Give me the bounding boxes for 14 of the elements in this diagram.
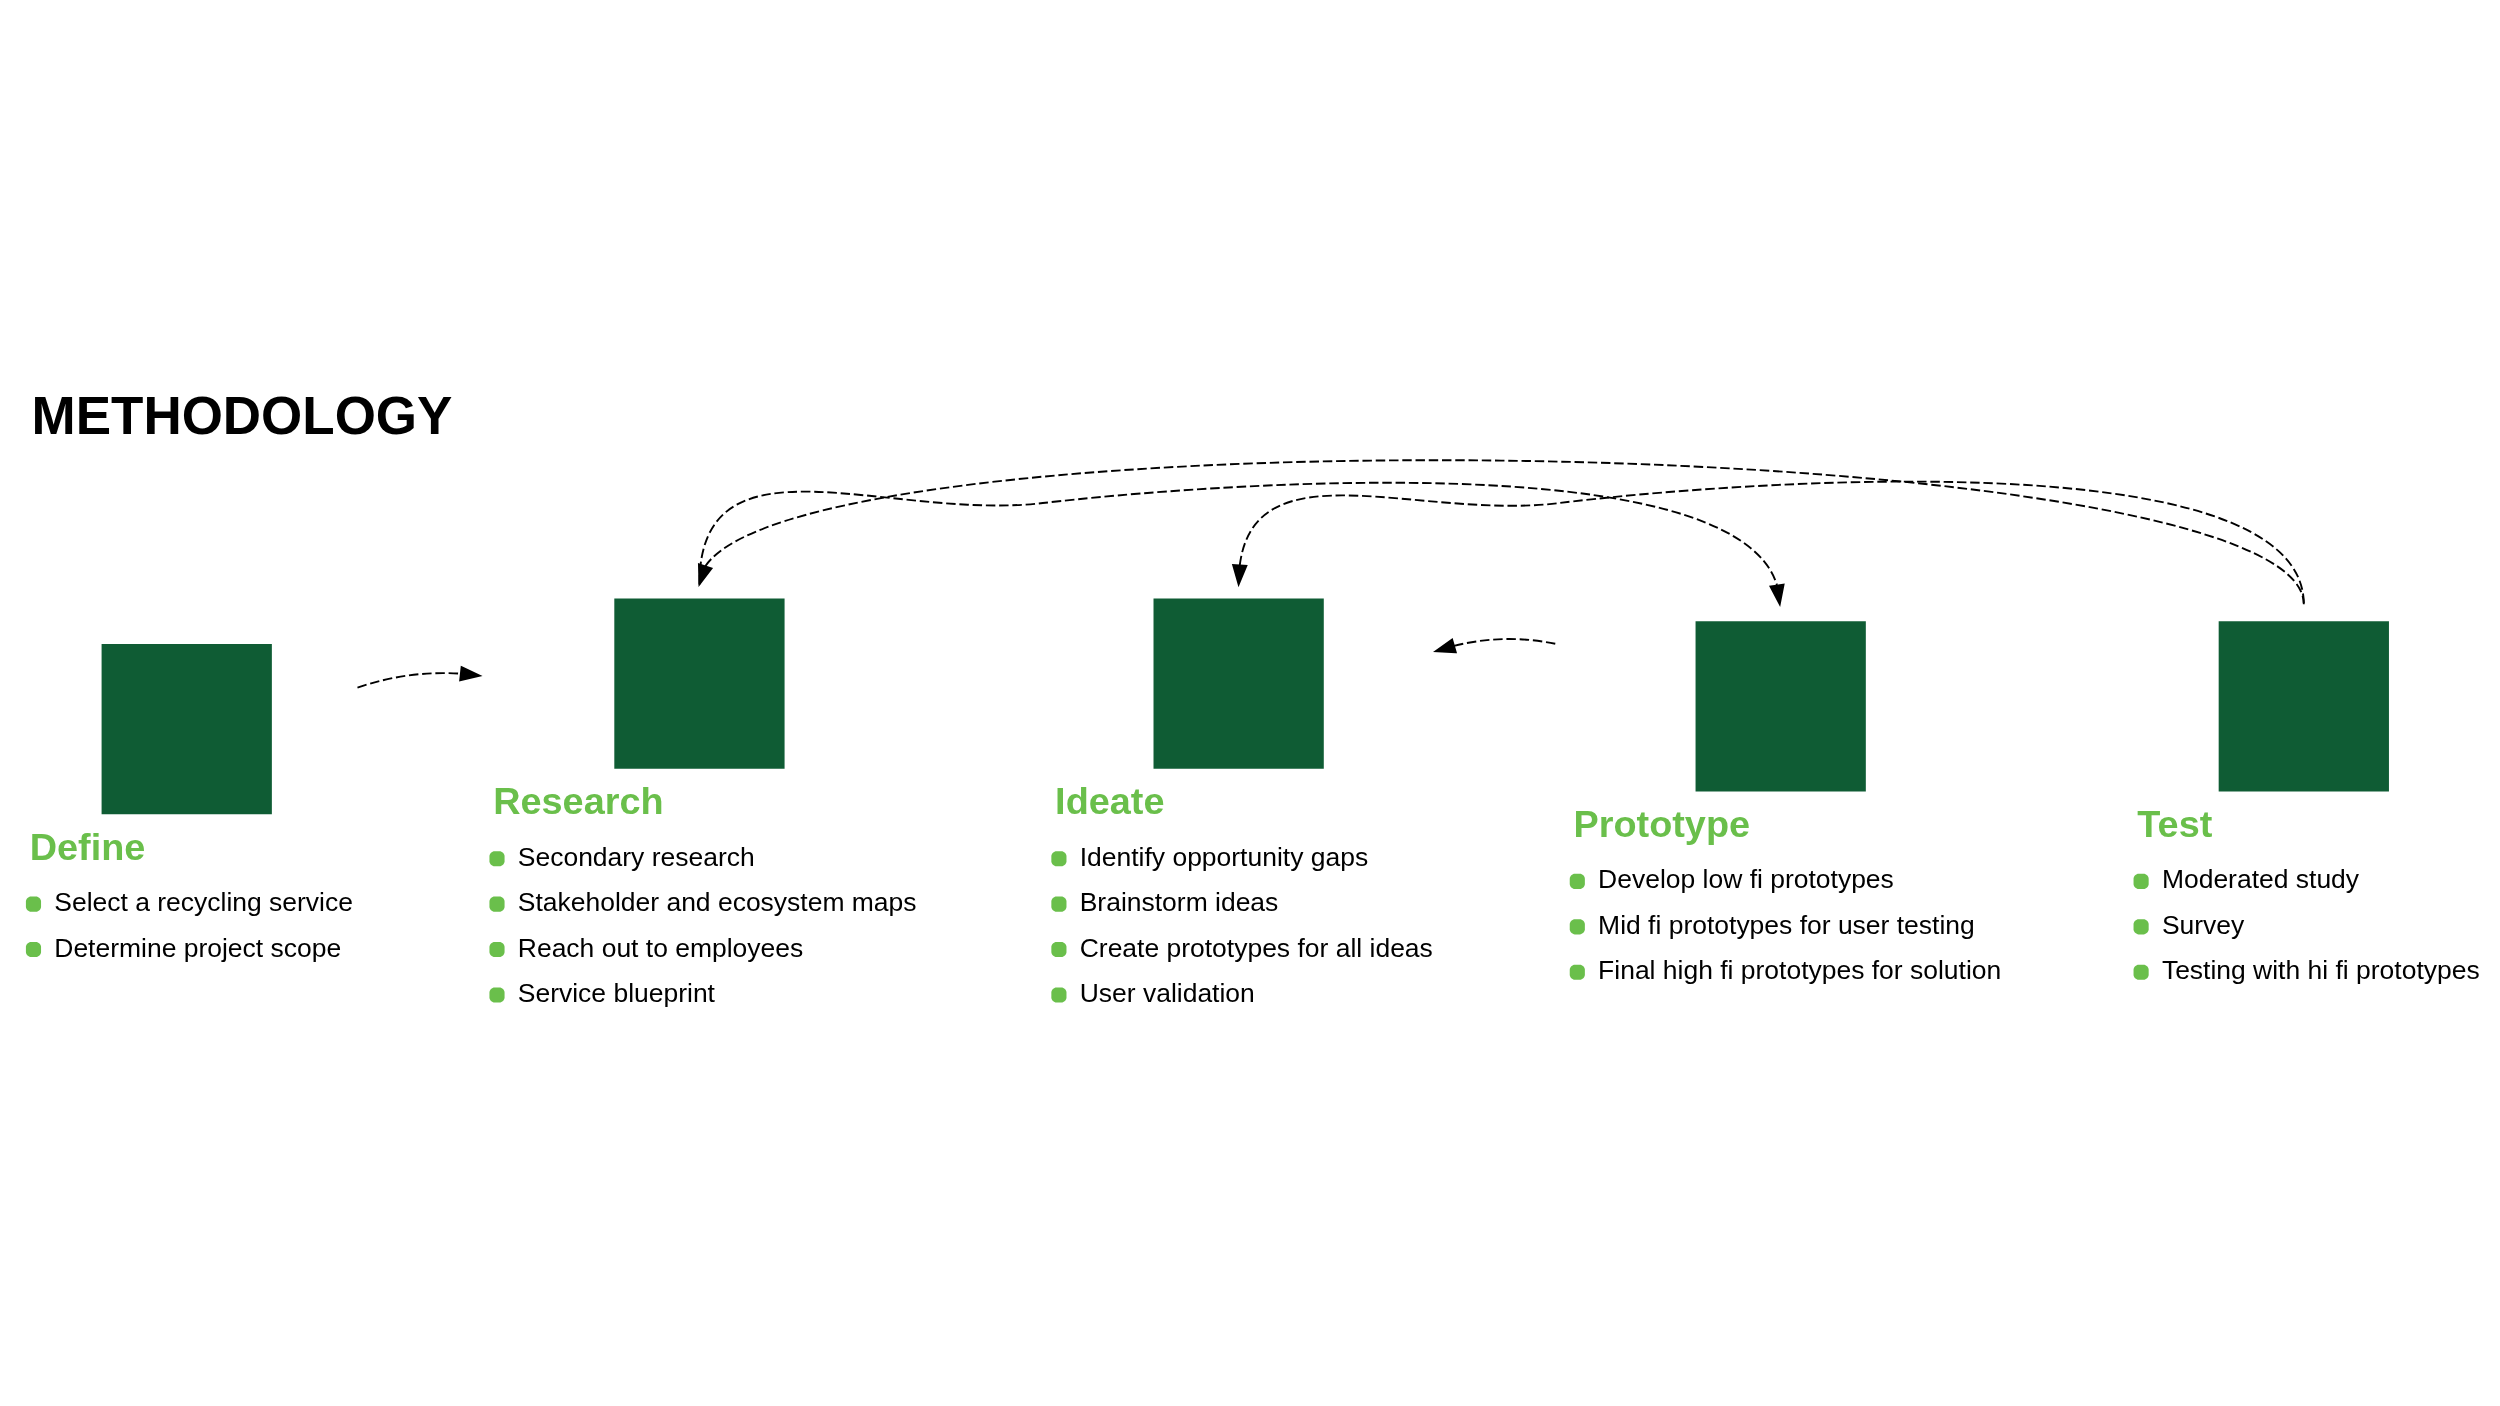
arrow	[356, 665, 483, 688]
node-label: Stakeholder and ecosystem maps	[517, 886, 917, 917]
node-label: Determine project scope	[54, 932, 342, 963]
arrow	[1231, 480, 2305, 605]
node-label: Select a recycling service	[54, 886, 353, 917]
node-label: Create prototypes for all ideas	[1079, 932, 1433, 963]
node-label: Service blueprint	[517, 977, 715, 1008]
arrow	[698, 481, 1785, 607]
diagram-title: METHODOLOGY	[31, 385, 453, 445]
node-label: Testing with hi fi prototypes	[2161, 954, 2480, 985]
arrow	[697, 459, 2305, 605]
node-label: Final high fi prototypes for solution	[1598, 954, 2002, 985]
node-label: Mid fi prototypes for user testing	[1598, 909, 1975, 940]
node-label: Identify opportunity gaps	[1079, 841, 1369, 872]
